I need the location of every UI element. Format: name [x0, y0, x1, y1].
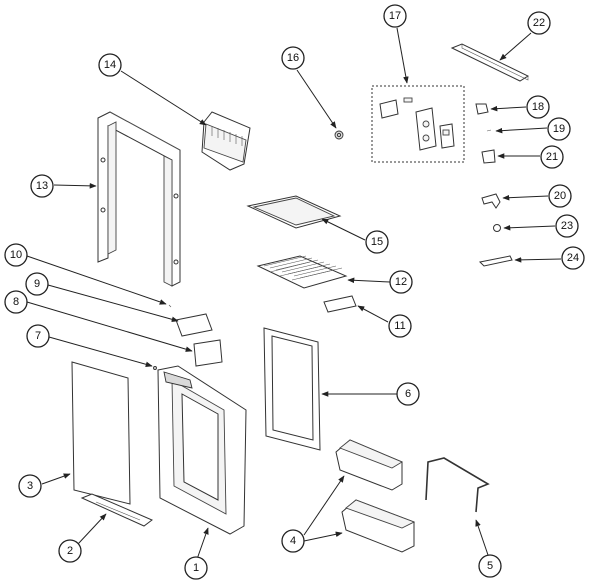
callout-16: 16 — [281, 46, 305, 70]
svg-text:7: 7 — [35, 330, 41, 342]
part-small-screw — [153, 366, 157, 370]
svg-text:24: 24 — [567, 252, 579, 264]
svg-text:6: 6 — [405, 388, 411, 400]
svg-text:4: 4 — [290, 535, 296, 547]
part-knob — [334, 130, 344, 140]
part-pin — [168, 304, 172, 308]
svg-text:10: 10 — [10, 249, 22, 261]
svg-text:12: 12 — [395, 276, 407, 288]
callout-18: 18 — [526, 95, 550, 119]
part-washer — [493, 224, 501, 232]
callout-4: 4 — [281, 529, 305, 553]
part-shelf-tray — [246, 195, 342, 229]
svg-text:19: 19 — [553, 123, 565, 135]
svg-text:20: 20 — [554, 190, 566, 202]
callout-22: 22 — [527, 11, 551, 35]
part-handle-bracket — [175, 313, 213, 337]
part-control-kit — [371, 85, 465, 163]
callout-13: 13 — [30, 174, 54, 198]
part-door-assembly — [157, 365, 247, 535]
callout-3: 3 — [18, 474, 42, 498]
callout-2: 2 — [58, 539, 82, 563]
part-small-bin — [323, 295, 357, 313]
callout-11: 11 — [388, 314, 412, 338]
svg-text:22: 22 — [533, 17, 545, 29]
callout-20: 20 — [548, 184, 572, 208]
part-door-frame — [97, 111, 181, 287]
svg-text:16: 16 — [287, 52, 299, 64]
callout-10: 10 — [4, 243, 28, 267]
callout-21: 21 — [540, 145, 564, 169]
callout-15: 15 — [365, 230, 389, 254]
part-screw — [486, 129, 492, 132]
svg-text:1: 1 — [193, 562, 199, 574]
svg-text:11: 11 — [394, 320, 405, 332]
callout-12: 12 — [389, 270, 413, 294]
callout-6: 6 — [396, 382, 420, 406]
svg-text:2: 2 — [67, 545, 73, 557]
svg-text:18: 18 — [532, 101, 544, 113]
part-control-panel — [201, 111, 251, 171]
leader-lines — [26, 27, 562, 563]
callout-8: 8 — [4, 290, 28, 314]
svg-text:14: 14 — [104, 59, 116, 71]
part-bottom-strip — [80, 493, 153, 527]
callout-17: 17 — [383, 4, 407, 28]
part-clip — [475, 103, 489, 115]
svg-text:15: 15 — [371, 236, 383, 248]
part-top-strip — [450, 43, 530, 82]
part-hinge — [481, 193, 501, 209]
svg-text:5: 5 — [487, 560, 493, 572]
svg-text:9: 9 — [34, 278, 40, 290]
callout-1: 1 — [184, 556, 208, 580]
part-small-bracket — [481, 149, 496, 164]
callout-9: 9 — [25, 272, 49, 296]
callout-19: 19 — [547, 117, 571, 141]
part-glass-panel — [71, 361, 131, 505]
svg-text:8: 8 — [13, 296, 19, 308]
svg-text:23: 23 — [561, 220, 573, 232]
part-latch — [193, 339, 223, 367]
svg-text:3: 3 — [27, 480, 33, 492]
callout-7: 7 — [26, 324, 50, 348]
svg-text:21: 21 — [546, 151, 558, 163]
svg-text:17: 17 — [389, 10, 401, 22]
callout-24: 24 — [561, 246, 585, 270]
part-wire-rod — [425, 457, 490, 513]
part-door-bins — [335, 439, 416, 553]
part-wire-shelf — [256, 255, 348, 289]
callout-23: 23 — [555, 214, 579, 238]
svg-text:13: 13 — [36, 180, 48, 192]
callout-5: 5 — [478, 554, 502, 578]
callout-14: 14 — [98, 53, 122, 77]
part-door-gasket — [263, 327, 321, 451]
part-bracket — [478, 255, 513, 267]
